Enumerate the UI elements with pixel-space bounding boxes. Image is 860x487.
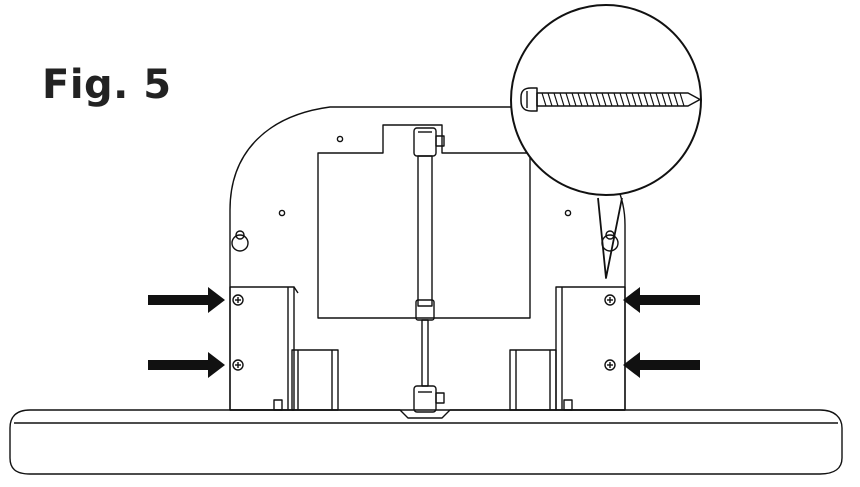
figure-label: Fig. 5 xyxy=(42,62,172,108)
lower-block-right xyxy=(509,349,557,411)
nut xyxy=(563,399,573,411)
plate-hole xyxy=(278,209,286,217)
base-rail xyxy=(9,409,843,475)
center-panel xyxy=(317,124,531,319)
screw-icon xyxy=(520,87,701,112)
side-bracket-right xyxy=(555,286,626,411)
bracket-plate xyxy=(229,106,626,411)
gas-strut xyxy=(413,127,445,413)
screw-head xyxy=(604,359,616,371)
arrow-left-icon xyxy=(623,287,700,313)
arrow-right-icon xyxy=(148,287,225,313)
screw-callout xyxy=(510,4,702,279)
arrow-left-icon xyxy=(623,352,700,378)
plate-hole xyxy=(564,209,572,217)
keyhole-slot-left xyxy=(231,230,249,252)
plate-hole xyxy=(336,135,344,143)
screw-head xyxy=(232,359,244,371)
nut xyxy=(273,399,283,411)
lower-block-left xyxy=(291,349,339,411)
arrow-right-icon xyxy=(148,352,225,378)
screw-head xyxy=(604,294,616,306)
side-bracket-left xyxy=(229,286,299,411)
screw-head xyxy=(232,294,244,306)
